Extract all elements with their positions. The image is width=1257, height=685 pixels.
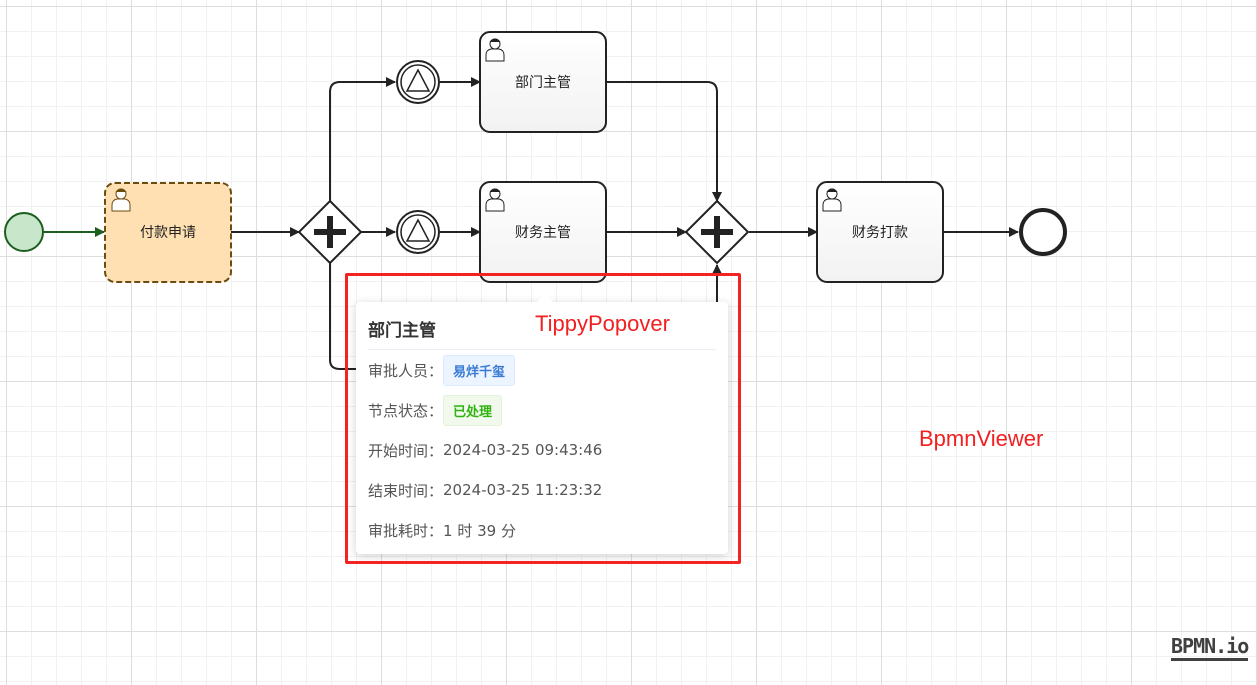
user-icon: [485, 188, 505, 212]
task-finance-manager[interactable]: 财务主管: [479, 181, 607, 283]
end-time-value: 2024-03-25 11:23:32: [443, 481, 603, 499]
signal-triangle-icon: [405, 218, 431, 242]
popover-row-end-time: 结束时间： 2024-03-25 11:23:32: [368, 470, 716, 510]
status-tag: 已处理: [443, 394, 503, 426]
user-icon: [822, 188, 842, 212]
duration-value: 1 时 39 分: [443, 521, 516, 540]
popover-row-approver: 审批人员： 易烊千玺: [368, 350, 716, 390]
approver-tag: 易烊千玺: [443, 354, 516, 386]
row-label: 结束时间：: [368, 481, 444, 500]
flow-split-to-event-top[interactable]: [329, 77, 396, 201]
intermediate-event-mid[interactable]: [396, 210, 440, 254]
task-finance-pay-label: 财务打款: [852, 224, 908, 241]
popover-row-status: 节点状态： 已处理: [368, 390, 716, 430]
user-icon: [111, 188, 131, 212]
popover-title: 部门主管: [368, 314, 716, 350]
parallel-gateway-join[interactable]: [684, 199, 750, 265]
row-label: 开始时间：: [368, 441, 444, 460]
task-finance-manager-label: 财务主管: [515, 225, 571, 241]
start-event[interactable]: [4, 212, 44, 252]
sequence-flows: [44, 77, 1019, 370]
popover-row-duration: 审批耗时： 1 时 39 分: [368, 510, 716, 550]
task-dept-manager[interactable]: 部门主管: [479, 31, 607, 133]
popover-row-start-time: 开始时间： 2024-03-25 09:43:46: [368, 430, 716, 470]
plus-icon: [701, 216, 733, 248]
task-finance-pay[interactable]: 财务打款: [816, 181, 944, 283]
parallel-gateway-split[interactable]: [297, 199, 363, 265]
signal-triangle-icon: [405, 68, 431, 92]
popover-arrow: [537, 294, 553, 302]
row-label: 审批人员：: [368, 361, 444, 380]
annotation-tippy-popover: TippyPopover: [535, 311, 670, 336]
start-time-value: 2024-03-25 09:43:46: [443, 441, 603, 459]
flow-dept-to-join[interactable]: [606, 81, 722, 202]
plus-icon: [314, 216, 346, 248]
task-apply-label: 付款申请: [140, 225, 196, 241]
bpmn-io-logo[interactable]: BPMN.io: [1171, 635, 1249, 661]
annotation-bpmn-viewer: BpmnViewer: [919, 426, 1044, 451]
tippy-popover: 部门主管 审批人员： 易烊千玺 节点状态： 已处理 开始时间： 2024-03-…: [356, 294, 728, 554]
row-label: 节点状态：: [368, 401, 444, 420]
user-icon: [485, 38, 505, 62]
flow-split-down[interactable]: [329, 263, 356, 370]
end-event[interactable]: [1019, 208, 1067, 256]
intermediate-event-top[interactable]: [396, 60, 440, 104]
row-label: 审批耗时：: [368, 521, 444, 540]
popover-highlight-box: [345, 273, 741, 564]
task-apply[interactable]: 付款申请: [104, 182, 232, 283]
task-dept-manager-label: 部门主管: [515, 75, 571, 91]
